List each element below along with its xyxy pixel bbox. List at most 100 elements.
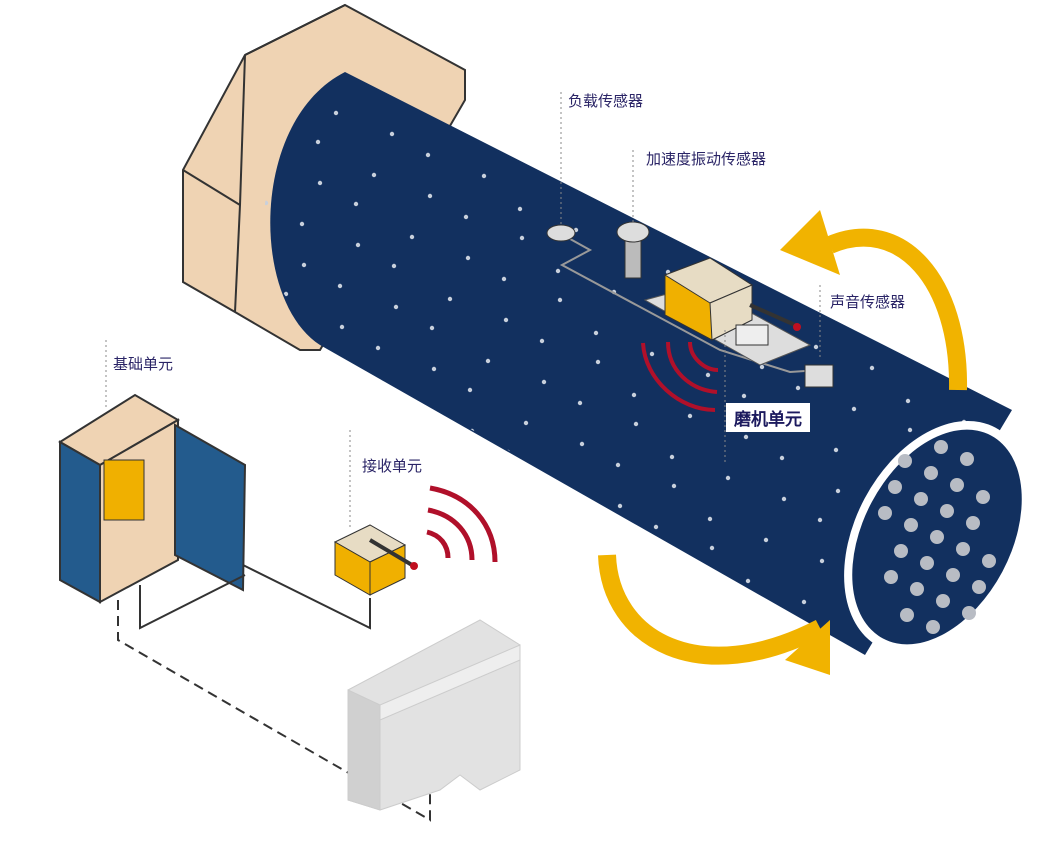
end-hole xyxy=(936,594,950,608)
mill-dot xyxy=(595,359,601,365)
end-hole xyxy=(934,440,948,454)
mill-dot xyxy=(555,268,561,274)
end-hole xyxy=(962,606,976,620)
arrow-head-icon xyxy=(780,210,840,275)
mill-dot xyxy=(691,586,697,592)
mill-dot xyxy=(795,385,801,391)
mill-dot xyxy=(819,558,825,564)
end-hole xyxy=(946,568,960,582)
mill-dot xyxy=(653,524,659,530)
sound-sensor-icon xyxy=(804,364,834,388)
mill-dot xyxy=(869,365,875,371)
end-hole xyxy=(950,478,964,492)
mill-dot xyxy=(599,544,605,550)
mill-dot xyxy=(779,455,785,461)
arrow-head-icon xyxy=(785,620,830,675)
mill-dot xyxy=(467,387,473,393)
mill-dot xyxy=(687,413,693,419)
mill-dot xyxy=(633,421,639,427)
mill-dot xyxy=(507,490,513,496)
control-cabinet-gray xyxy=(347,619,521,811)
mill-dot xyxy=(355,242,361,248)
mill-dot xyxy=(655,565,661,571)
rotation-arrow-icon xyxy=(598,228,968,665)
mill-dot xyxy=(705,372,711,378)
mill-dot xyxy=(413,407,419,413)
end-hole xyxy=(966,516,980,530)
mill-dot xyxy=(709,545,715,551)
mill-dot xyxy=(579,441,585,447)
mill-dot xyxy=(541,379,547,385)
leader-lines xyxy=(105,92,821,528)
receiver-unit-label: 接收单元 xyxy=(362,457,423,475)
sensor-assembly xyxy=(546,221,834,412)
mill-dot xyxy=(801,599,807,605)
mill-dot xyxy=(375,345,381,351)
mill-dot xyxy=(669,454,675,460)
mill-dot xyxy=(317,180,323,186)
mill-dot xyxy=(615,462,621,468)
end-hole xyxy=(930,530,944,544)
mill-dot xyxy=(315,139,321,145)
mill-dot xyxy=(539,338,545,344)
end-hole xyxy=(898,454,912,468)
mill-dot xyxy=(817,517,823,523)
mill-dot xyxy=(337,283,343,289)
mill-dot xyxy=(299,221,305,227)
mill-dot xyxy=(741,393,747,399)
mill-dot xyxy=(905,398,911,404)
mill-dot xyxy=(451,469,457,475)
mill-dot xyxy=(339,324,345,330)
mill-dot xyxy=(393,304,399,310)
mill-dot xyxy=(267,373,273,379)
end-hole xyxy=(888,480,902,494)
mill-dot xyxy=(425,152,431,158)
dashed-connection xyxy=(117,600,431,822)
mill-dot xyxy=(333,110,339,116)
connection-wires xyxy=(139,564,371,630)
mill-dot xyxy=(932,704,936,708)
mill-dot xyxy=(743,434,749,440)
load-sensor-icon xyxy=(546,224,576,242)
mill-dot xyxy=(265,332,271,338)
mill-dot xyxy=(283,291,289,297)
end-hole xyxy=(926,620,940,634)
mill-dot xyxy=(447,296,453,302)
mill-dot xyxy=(745,578,751,584)
mill-dot xyxy=(781,496,787,502)
mill-dot xyxy=(631,392,637,398)
mill-dot xyxy=(907,427,913,433)
mill-dot xyxy=(557,297,563,303)
signal-waves-icon xyxy=(641,341,719,412)
load-sensor-label: 负载传感器 xyxy=(568,92,644,110)
mill-dot xyxy=(389,131,395,137)
mill-dot xyxy=(431,366,437,372)
mill-dot xyxy=(543,511,549,517)
mill-dot xyxy=(501,276,507,282)
mill-dot xyxy=(671,483,677,489)
mill-dot xyxy=(763,537,769,543)
end-hole xyxy=(894,544,908,558)
mill-dot xyxy=(649,351,655,357)
end-hole xyxy=(982,554,996,568)
mill-dot xyxy=(577,400,583,406)
mill-dot xyxy=(409,234,415,240)
mill-dot xyxy=(427,193,433,199)
mill-dot xyxy=(851,406,857,412)
mill-dot xyxy=(359,415,365,421)
mill-dot xyxy=(485,358,491,364)
mill-dot xyxy=(321,353,327,359)
mill-dot xyxy=(377,386,383,392)
mill-dot xyxy=(593,330,599,336)
mill-dot xyxy=(840,662,844,666)
mill-dot xyxy=(747,607,753,613)
mill-dot xyxy=(759,364,765,370)
mill-dot xyxy=(813,344,819,350)
mill-dot xyxy=(230,312,234,316)
mill-dot xyxy=(617,503,623,509)
end-hole xyxy=(904,518,918,532)
vibration-sensor-icon xyxy=(624,239,642,279)
end-hole xyxy=(900,608,914,622)
